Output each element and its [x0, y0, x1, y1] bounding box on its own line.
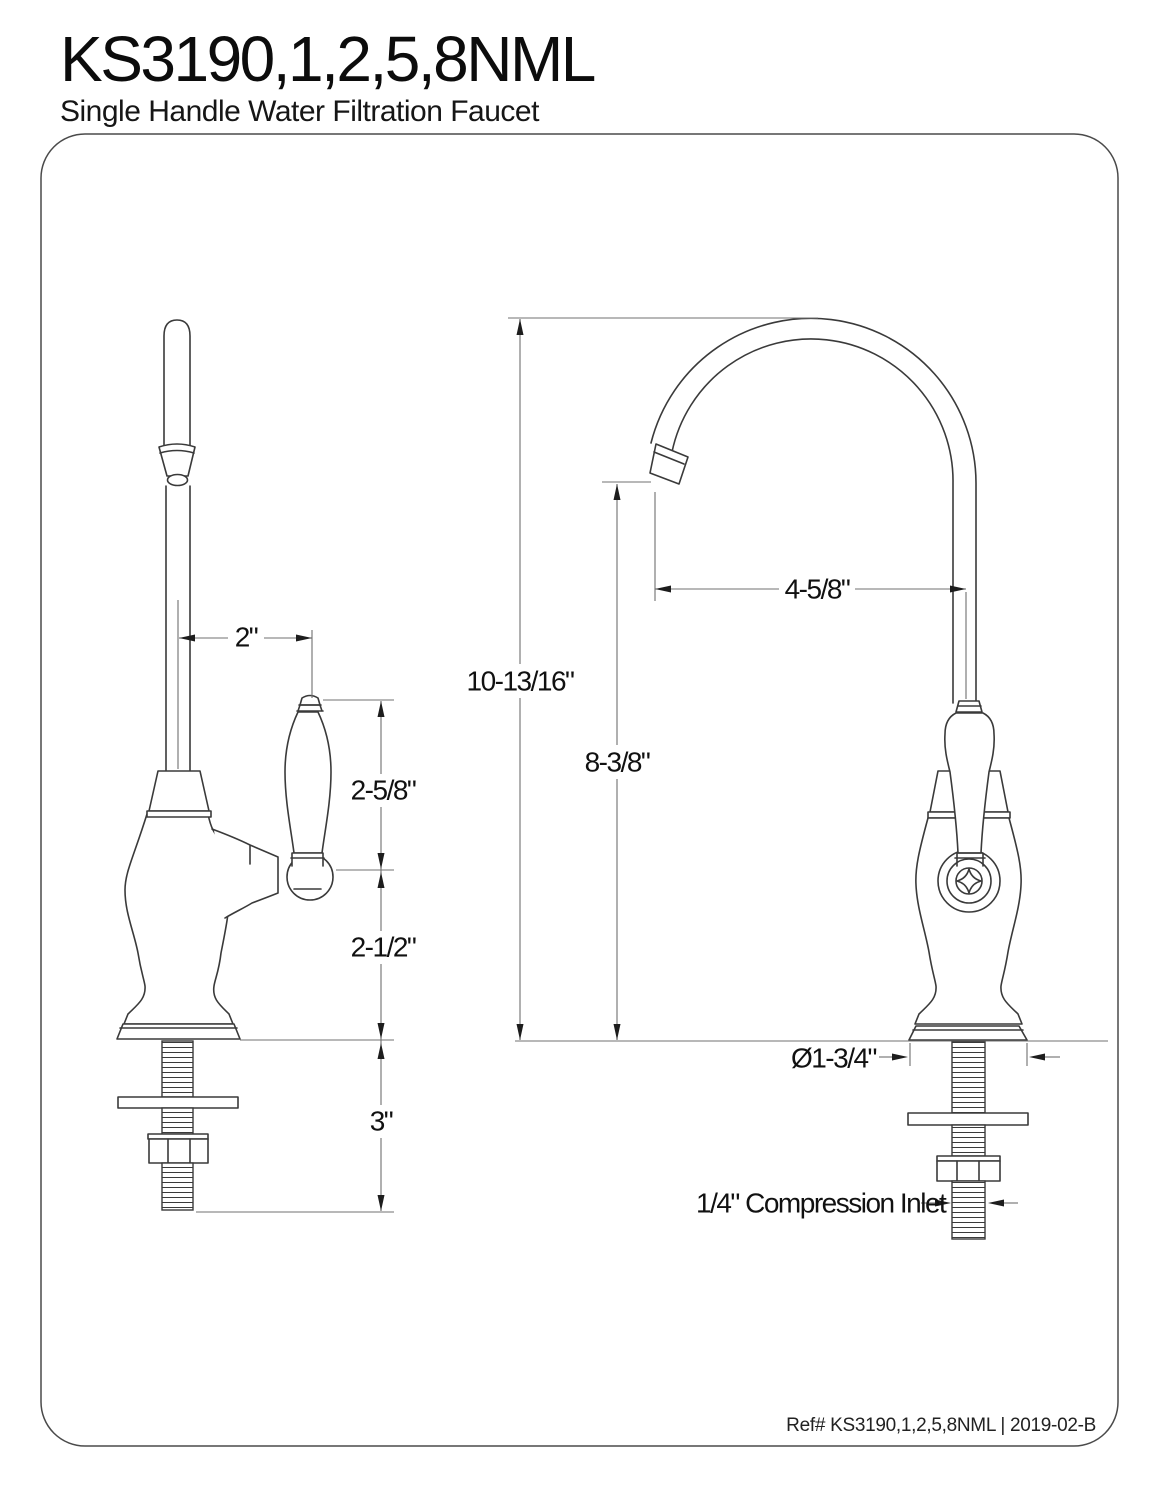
side-handle	[284, 711, 332, 854]
side-ferrule	[290, 852, 325, 867]
side-aerator-outlet	[166, 473, 189, 487]
side-bonnet-band	[146, 810, 212, 818]
side-ferrule-fill	[292, 853, 323, 865]
side-horn	[211, 828, 279, 919]
front-view-dimensions: 10-13/16" 8-3/8" 4-5/8" Ø1-3/4" 1/4" Com…	[466, 317, 1060, 1219]
dim-label-base-diameter: Ø1-3/4"	[791, 1043, 877, 1074]
phillips-screw-icon	[956, 868, 982, 894]
page-title: KS3190,1,2,5,8NML	[60, 23, 596, 95]
side-riser	[165, 485, 191, 772]
front-base-flange	[908, 1025, 1028, 1041]
side-shank	[117, 1040, 239, 1211]
side-bonnet	[148, 770, 210, 812]
front-aerator-collar	[653, 451, 685, 465]
sheet-border	[40, 133, 1119, 1447]
dim-label-body-height: 2-1/2"	[351, 932, 416, 963]
side-washer	[117, 1096, 239, 1109]
dim-label-spout-clearance: 8-3/8"	[585, 747, 650, 778]
side-locknut	[148, 1138, 209, 1164]
side-base-flange	[116, 1023, 241, 1040]
footer-ref: Ref# KS3190,1,2,5,8NML | 2019-02-B	[786, 1415, 1096, 1436]
front-locknut	[936, 1160, 1001, 1182]
front-washer	[907, 1112, 1029, 1126]
side-handle-tip-steps	[296, 704, 324, 712]
dim-label-inlet: 1/4" Compression Inlet	[696, 1188, 947, 1219]
side-spout-tube	[163, 319, 191, 453]
dim-label-shank-length: 3"	[370, 1106, 393, 1137]
side-horn-fill	[214, 830, 278, 917]
page-subtitle: Single Handle Water Filtration Faucet	[60, 95, 539, 129]
front-shank	[907, 1041, 1029, 1240]
front-view-drawing	[515, 317, 1108, 1240]
side-aerator-collar	[159, 449, 195, 454]
header: KS3190,1,2,5,8NML Single Handle Water Fi…	[60, 23, 596, 129]
dim-label-spout-reach: 4-5/8"	[785, 574, 850, 605]
side-view-drawing	[116, 319, 394, 1211]
front-ferrule	[954, 852, 986, 867]
side-aerator	[158, 443, 196, 477]
side-view-dimensions: 2" 2-5/8" 2-1/2" 3"	[179, 620, 418, 1213]
front-gooseneck-inner	[671, 338, 954, 704]
front-gooseneck-outer	[650, 317, 977, 704]
dim-label-handle-offset: 2"	[235, 622, 258, 653]
front-valve-screw	[937, 849, 1001, 913]
dim-label-handle-height: 2-5/8"	[351, 775, 416, 806]
side-handle-tip	[299, 694, 321, 706]
dim-label-overall-height: 10-13/16"	[467, 666, 575, 697]
